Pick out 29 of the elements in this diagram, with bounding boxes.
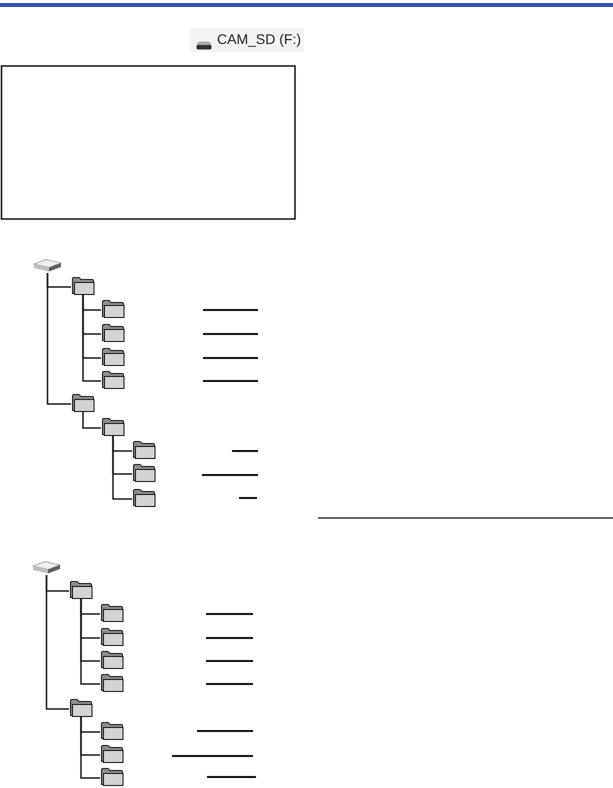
folder-icon bbox=[71, 393, 95, 412]
tree-line bbox=[82, 295, 101, 382]
folder-icon bbox=[100, 627, 124, 646]
folder-icon bbox=[69, 580, 93, 599]
folder-icon bbox=[101, 417, 125, 436]
folder-icon bbox=[100, 744, 124, 763]
folder-icon bbox=[132, 488, 156, 507]
folder-icon bbox=[101, 370, 125, 389]
tree-line bbox=[46, 575, 69, 710]
folder-icon bbox=[101, 347, 125, 366]
folder-icon bbox=[100, 767, 124, 786]
tree-line bbox=[80, 599, 100, 685]
tree-line bbox=[46, 273, 71, 405]
folder-icon bbox=[100, 650, 124, 669]
drive-icon bbox=[32, 560, 61, 575]
drive-label: CAM_SD (F:) bbox=[217, 31, 301, 47]
folder-icon bbox=[69, 698, 93, 717]
folder-icon bbox=[71, 276, 95, 295]
folder-icon bbox=[100, 603, 124, 622]
folder-icon bbox=[101, 299, 125, 318]
folder-icon bbox=[101, 323, 125, 342]
folder-icon bbox=[100, 721, 124, 740]
folder-icon bbox=[132, 440, 156, 459]
folder-icon bbox=[132, 463, 156, 482]
tree-line bbox=[82, 412, 101, 429]
tree-line bbox=[80, 717, 100, 779]
tree-line bbox=[112, 436, 132, 500]
drive-icon bbox=[33, 258, 62, 273]
folder-icon bbox=[100, 673, 124, 692]
